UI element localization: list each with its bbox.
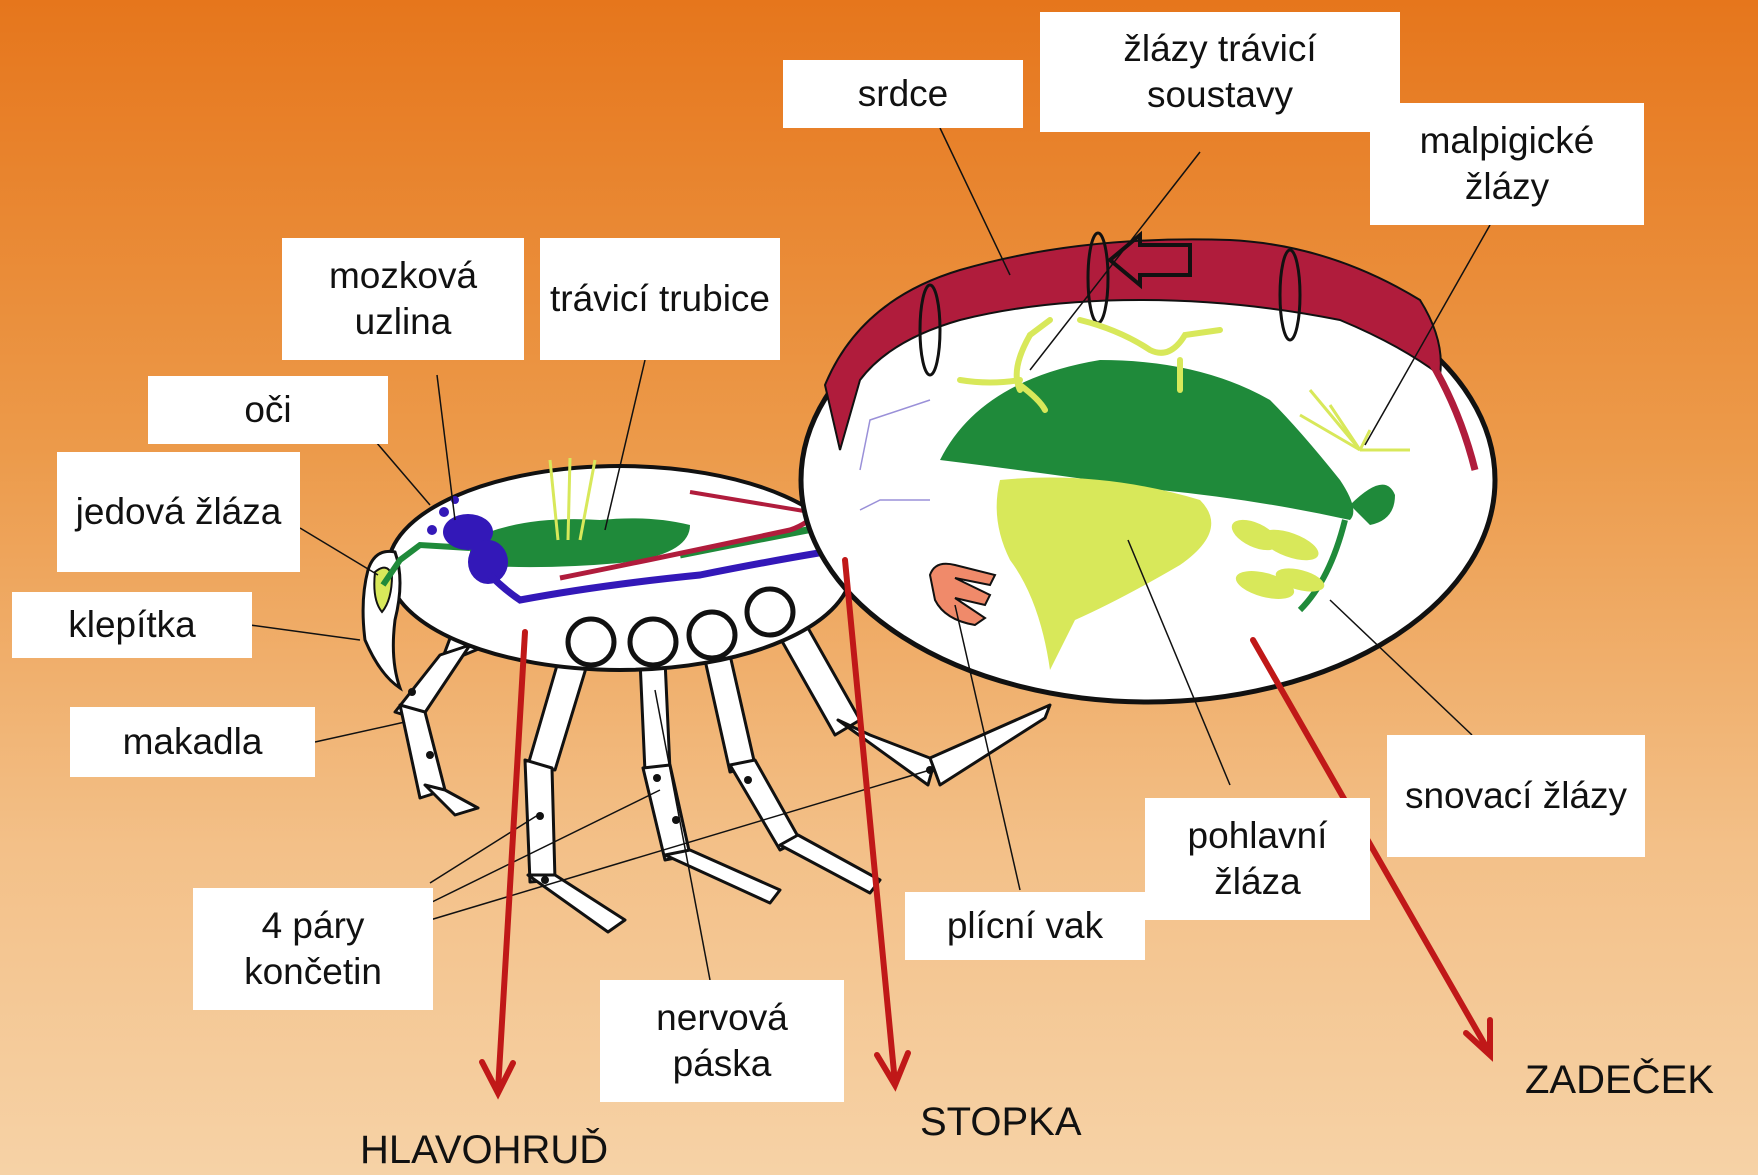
label-digestive-tube: trávicí trubice <box>540 238 780 360</box>
leg-2-segment-1 <box>640 660 670 772</box>
leg-1-segment-1 <box>528 655 590 770</box>
label-venom-gland: jedová žláza <box>57 452 300 572</box>
leg-2-segment-3 <box>665 850 780 903</box>
label-nerve-cord: nervová páska <box>600 980 844 1102</box>
label-malpighian-glands: malpigické žlázy <box>1370 103 1644 225</box>
label-heart: srdce <box>783 60 1023 128</box>
leg-2-segment-2 <box>643 765 690 860</box>
pedipalp-segment-4 <box>425 785 478 815</box>
region-abdomen: ZADEČEK <box>1525 1058 1714 1103</box>
pedipalp-segment-3 <box>400 705 445 798</box>
label-chelicerae: klepítka <box>12 592 252 658</box>
region-pedicel: STOPKA <box>920 1100 1082 1145</box>
leg-4-segment-2 <box>838 720 935 785</box>
leg-3-segment-3 <box>780 835 880 893</box>
leg-1-segment-3 <box>528 875 625 932</box>
label-spinning-glands: snovací žlázy <box>1387 735 1645 857</box>
label-four-pairs-of-legs: 4 páry končetin <box>193 888 433 1010</box>
label-pedipalps: makadla <box>70 707 315 777</box>
leg-3-segment-2 <box>730 760 800 850</box>
label-brain: mozková uzlina <box>282 238 524 360</box>
leg-4-segment-3 <box>930 705 1050 785</box>
leg-3-segment-1 <box>705 655 755 772</box>
label-digestive-glands: žlázy trávicí soustavy <box>1040 12 1400 132</box>
label-book-lung: plícní vak <box>905 892 1145 960</box>
region-cephalothorax: HLAVOHRUĎ <box>360 1128 608 1173</box>
label-gonad: pohlavní žláza <box>1145 798 1370 920</box>
label-eyes: oči <box>148 376 388 444</box>
